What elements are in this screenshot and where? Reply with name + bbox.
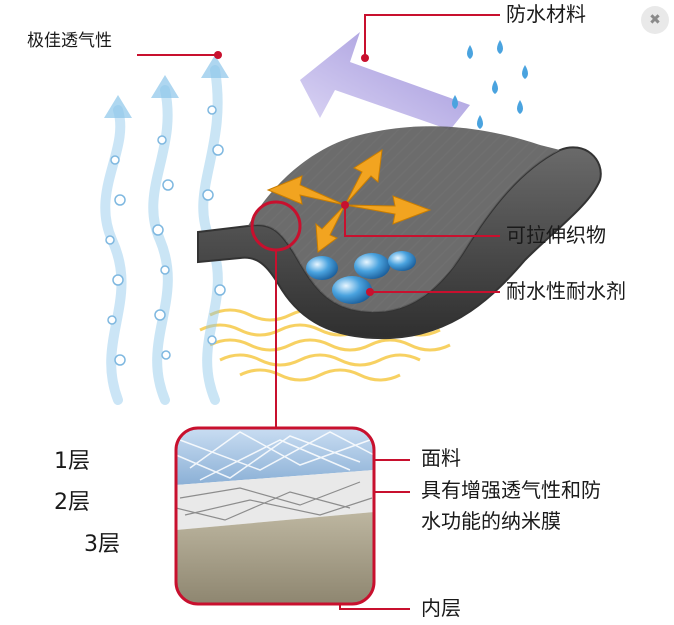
layer-3-label: 3层 (84, 532, 120, 557)
rain-droplets (452, 40, 528, 129)
label-membrane-line1: 具有增强透气性和防 (421, 478, 601, 502)
label-waterproof-material: 防水材料 (506, 2, 586, 26)
vapor-bubbles (105, 105, 226, 366)
label-breathable: 极佳透气性 (27, 31, 112, 51)
layer-1-label: 1层 (54, 449, 90, 474)
label-water-repellent: 耐水性耐水剂 (506, 279, 626, 303)
magnifier-circle (250, 200, 302, 252)
zoom-close-icon[interactable]: ✖ (641, 6, 669, 34)
inset-cross-section (176, 428, 374, 604)
label-stretch-fabric: 可拉伸织物 (506, 223, 606, 247)
label-membrane-line2: 水功能的纳米膜 (421, 509, 561, 533)
label-outer-fabric: 面料 (421, 446, 461, 470)
layer-2-label: 2层 (54, 490, 90, 515)
purple-arrow-icon (300, 32, 470, 130)
stretch-arrows (266, 149, 432, 253)
inset-frame (174, 426, 376, 606)
label-inner-layer: 内层 (421, 596, 461, 620)
vapor-arrowheads (104, 55, 229, 118)
fabric-water-drops (306, 251, 416, 304)
